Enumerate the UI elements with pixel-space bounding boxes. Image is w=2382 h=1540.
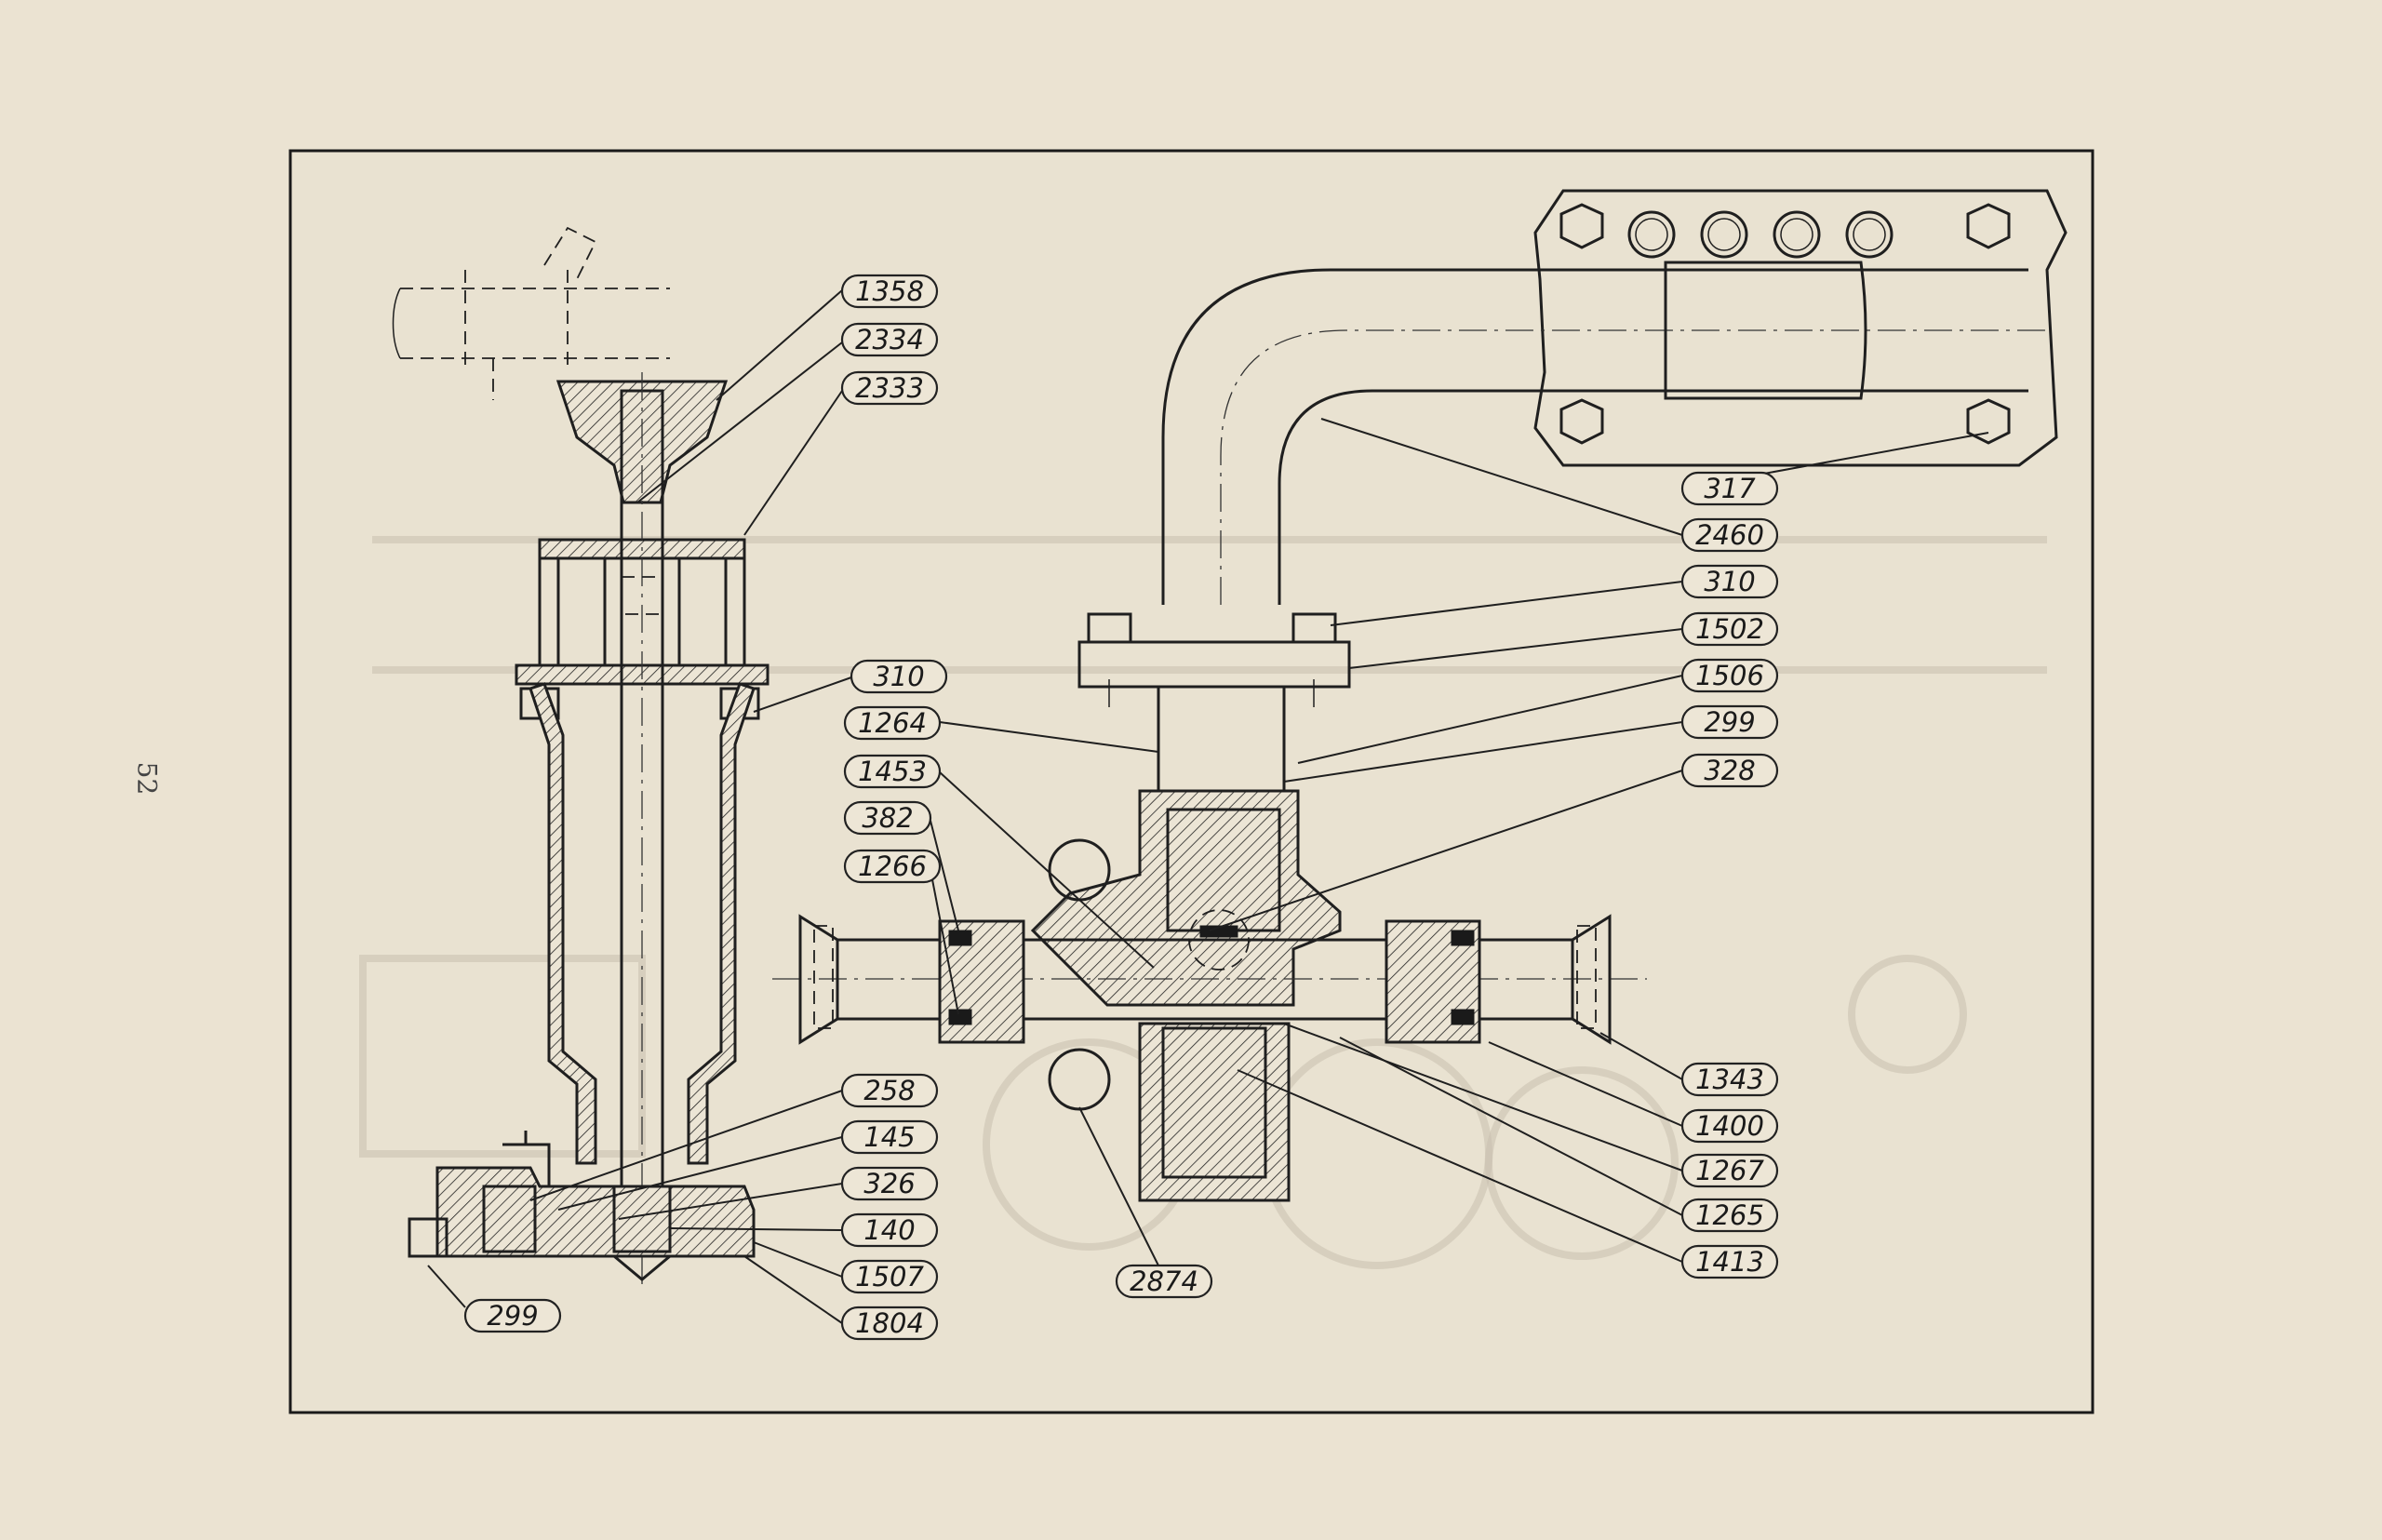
svg-text:326: 326 bbox=[863, 1168, 915, 1199]
svg-text:1413: 1413 bbox=[1695, 1246, 1764, 1278]
label-1502: 1502 bbox=[1680, 611, 1779, 647]
leader-lines bbox=[427, 289, 1989, 1324]
label-2460: 2460 bbox=[1680, 517, 1779, 553]
label-1453: 1453 bbox=[843, 754, 942, 789]
svg-text:1266: 1266 bbox=[858, 850, 927, 882]
label-299-right: 299 bbox=[1680, 704, 1779, 740]
svg-text:382: 382 bbox=[862, 802, 913, 834]
label-1358: 1358 bbox=[840, 274, 939, 309]
svg-text:1507: 1507 bbox=[855, 1261, 924, 1292]
svg-text:1358: 1358 bbox=[855, 275, 924, 307]
label-1506: 1506 bbox=[1680, 658, 1779, 693]
callout-labels: 1358 2334 2333 310 1264 1453 382 1266 25… bbox=[463, 274, 1779, 1341]
label-1507: 1507 bbox=[840, 1259, 939, 1294]
svg-text:310: 310 bbox=[873, 661, 924, 692]
svg-text:1265: 1265 bbox=[1695, 1199, 1764, 1231]
svg-text:1264: 1264 bbox=[858, 707, 927, 739]
svg-text:1343: 1343 bbox=[1695, 1064, 1764, 1095]
svg-text:328: 328 bbox=[1704, 755, 1755, 786]
svg-text:258: 258 bbox=[863, 1075, 915, 1106]
svg-text:1267: 1267 bbox=[1695, 1155, 1764, 1186]
label-382: 382 bbox=[843, 800, 932, 836]
svg-text:299: 299 bbox=[487, 1300, 538, 1332]
svg-text:2333: 2333 bbox=[855, 372, 924, 404]
svg-text:2874: 2874 bbox=[1130, 1265, 1198, 1297]
label-328: 328 bbox=[1680, 753, 1779, 788]
svg-text:1453: 1453 bbox=[858, 756, 927, 787]
label-1264: 1264 bbox=[843, 705, 942, 741]
label-310-right: 310 bbox=[1680, 564, 1779, 599]
label-317: 317 bbox=[1680, 471, 1779, 506]
left-shaft-assembly bbox=[392, 226, 769, 1284]
label-145: 145 bbox=[840, 1119, 939, 1155]
svg-text:1506: 1506 bbox=[1695, 660, 1764, 691]
label-1265: 1265 bbox=[1680, 1198, 1779, 1233]
label-140: 140 bbox=[840, 1212, 939, 1248]
label-1266: 1266 bbox=[843, 849, 942, 884]
manifold-bolts bbox=[1559, 203, 2011, 445]
label-1267: 1267 bbox=[1680, 1153, 1779, 1188]
label-1343: 1343 bbox=[1680, 1062, 1779, 1097]
label-258: 258 bbox=[840, 1073, 939, 1108]
svg-text:2334: 2334 bbox=[855, 324, 924, 355]
label-2874: 2874 bbox=[1115, 1264, 1213, 1299]
right-pump-assembly bbox=[772, 189, 2068, 1202]
label-2333: 2333 bbox=[840, 370, 939, 406]
label-1804: 1804 bbox=[840, 1306, 939, 1341]
svg-text:299: 299 bbox=[1704, 706, 1755, 738]
label-299-left: 299 bbox=[463, 1298, 562, 1333]
svg-text:1804: 1804 bbox=[855, 1307, 924, 1339]
svg-text:2460: 2460 bbox=[1695, 519, 1764, 551]
label-1413: 1413 bbox=[1680, 1244, 1779, 1279]
label-326: 326 bbox=[840, 1166, 939, 1201]
svg-text:140: 140 bbox=[863, 1214, 915, 1246]
svg-text:310: 310 bbox=[1704, 566, 1755, 597]
svg-text:317: 317 bbox=[1704, 473, 1756, 504]
svg-text:1502: 1502 bbox=[1695, 613, 1764, 645]
label-310-left: 310 bbox=[850, 659, 948, 694]
svg-text:145: 145 bbox=[863, 1121, 915, 1153]
svg-text:1400: 1400 bbox=[1695, 1110, 1764, 1142]
label-2334: 2334 bbox=[840, 322, 939, 357]
label-1400: 1400 bbox=[1680, 1108, 1779, 1144]
